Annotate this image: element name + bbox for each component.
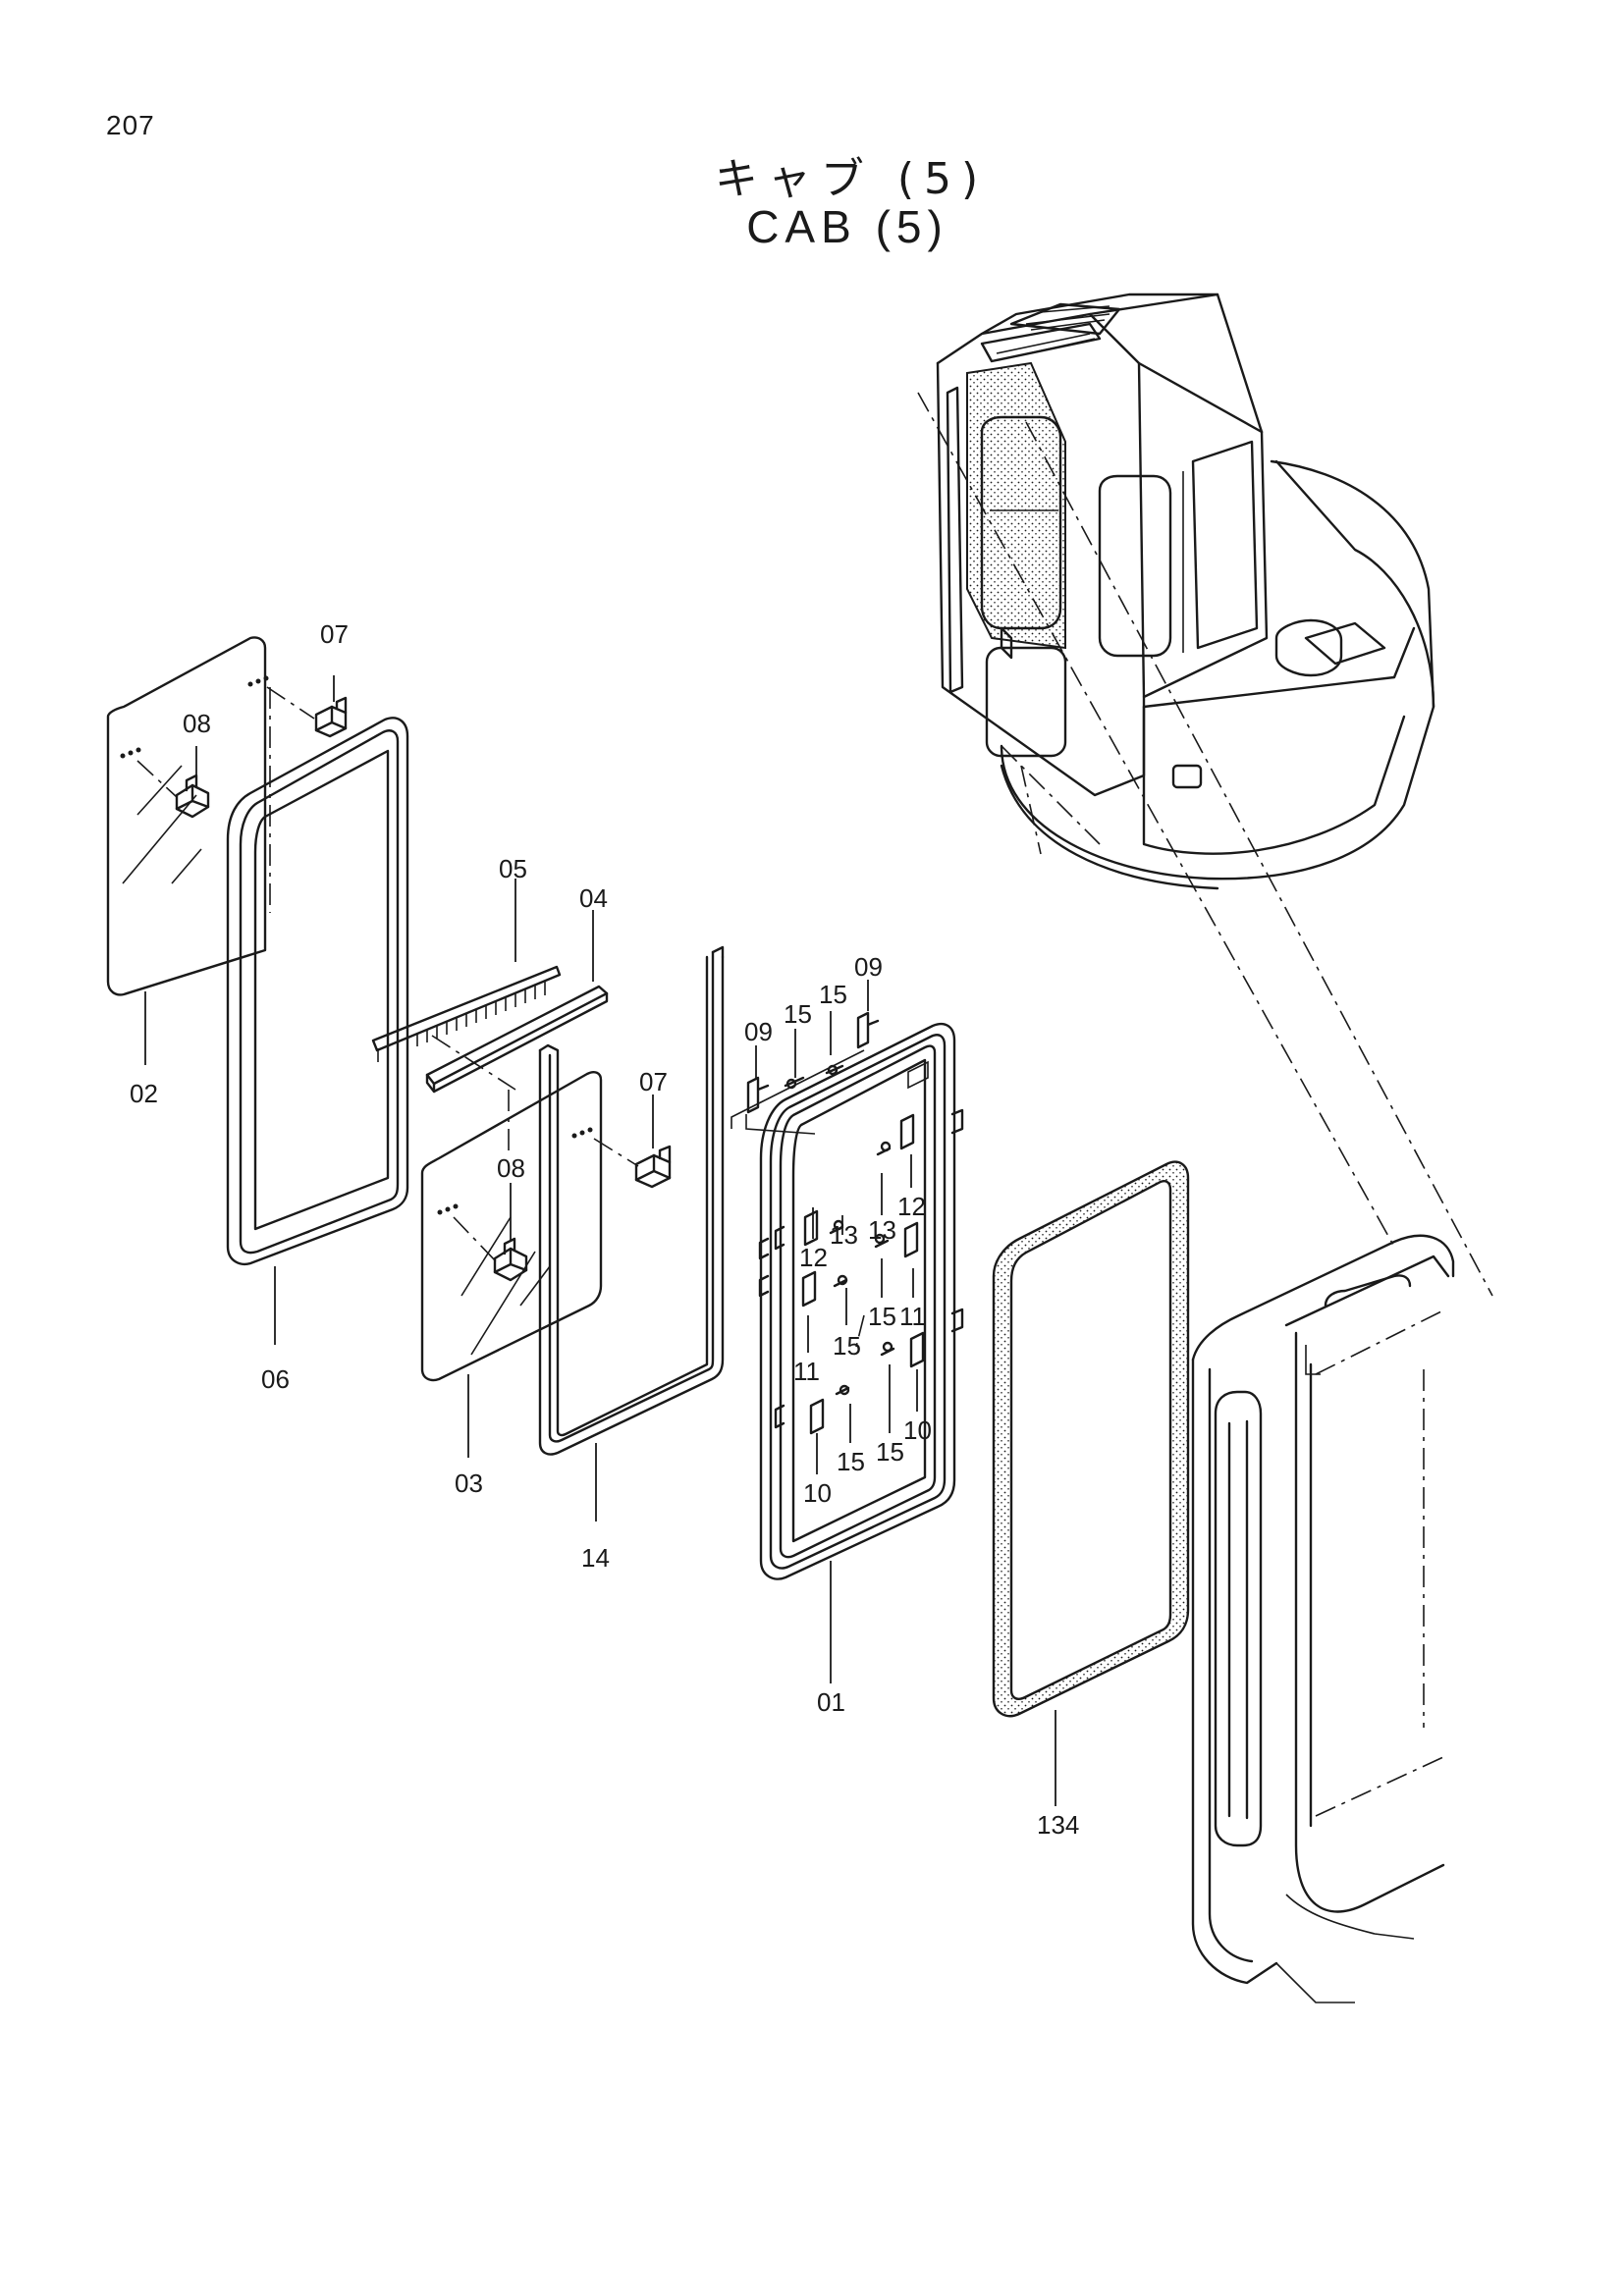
callout-01: 01 <box>817 1687 845 1717</box>
callout-labels: 07 08 02 06 05 04 07 08 03 14 09 15 15 0… <box>130 619 1079 1840</box>
callout-02: 02 <box>130 1079 158 1108</box>
callout-134: 134 <box>1037 1810 1079 1840</box>
door-hardware <box>731 1011 925 1435</box>
callout-10-left: 10 <box>803 1478 832 1508</box>
callout-03: 03 <box>455 1468 483 1498</box>
cab-side-wall-illustration <box>1191 1234 1455 2003</box>
callout-15-f: 15 <box>876 1437 904 1467</box>
callout-15-d: 15 <box>868 1302 896 1331</box>
callout-07-lower: 07 <box>639 1067 668 1096</box>
part-01-door-frame <box>745 1022 964 1580</box>
part-08-latch-lower <box>493 1237 528 1282</box>
callout-13-right: 13 <box>868 1215 896 1245</box>
part-04-rail <box>425 985 609 1094</box>
callout-05: 05 <box>499 854 527 883</box>
part-07-latch-upper <box>314 696 348 738</box>
cab-overview-illustration <box>936 293 1435 890</box>
title-english: CAB (5) <box>746 201 948 252</box>
callout-15-e: 15 <box>837 1447 865 1476</box>
callout-09-right: 09 <box>854 952 883 982</box>
callout-11-left: 11 <box>793 1357 820 1386</box>
part-05-brush-strip <box>371 965 562 1062</box>
callout-08-lower: 08 <box>497 1153 525 1183</box>
callout-12-left: 12 <box>799 1243 828 1272</box>
page-number: 207 <box>106 110 155 140</box>
part-07-latch-lower <box>634 1145 672 1189</box>
callout-15-c: 15 <box>833 1331 861 1361</box>
callout-14: 14 <box>581 1543 610 1573</box>
callout-11-right: 11 <box>899 1302 926 1331</box>
part-14-channel-seal <box>538 945 725 1456</box>
part-02-window-glass <box>106 636 269 996</box>
callout-15-b: 15 <box>819 980 847 1009</box>
part-03-sliding-glass <box>420 1071 603 1382</box>
callout-13-left: 13 <box>830 1220 858 1250</box>
callout-10-right: 10 <box>903 1415 932 1445</box>
title-japanese: キャブ (5) <box>714 154 989 204</box>
part-134-door-seal <box>992 1160 1190 1718</box>
callout-12-right: 12 <box>897 1192 926 1221</box>
callout-leaders <box>144 675 1056 1806</box>
callout-09-left: 09 <box>744 1017 773 1046</box>
callout-15-a: 15 <box>784 999 812 1029</box>
callout-08-upper: 08 <box>183 709 211 738</box>
callout-07-upper: 07 <box>320 619 349 649</box>
callout-04: 04 <box>579 883 608 913</box>
part-08-latch-upper <box>175 774 210 819</box>
part-06-frame-seal <box>226 717 409 1265</box>
callout-06: 06 <box>261 1364 290 1394</box>
assembly-guide-lines <box>136 392 1493 1356</box>
